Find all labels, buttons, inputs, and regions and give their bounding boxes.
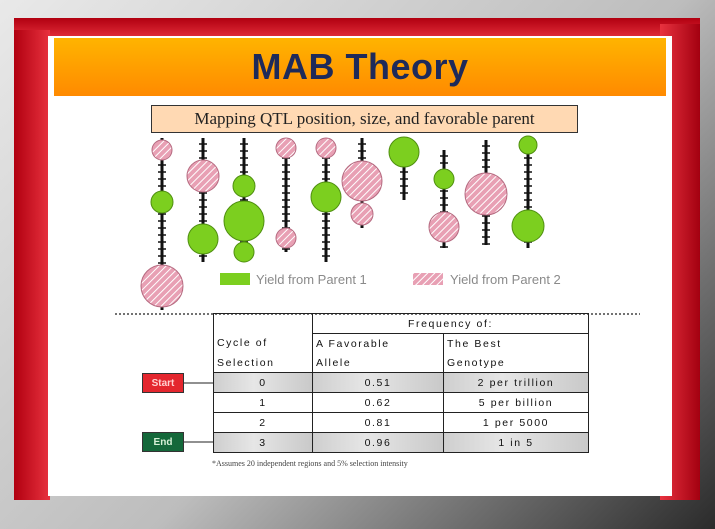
allele-cell: 0.96 — [312, 432, 444, 453]
qtl-parent2-marker — [464, 172, 508, 216]
qtl-parent1-marker — [511, 209, 545, 243]
qtl-parent1-marker — [518, 135, 538, 155]
qtl-parent1-marker — [388, 136, 420, 168]
header-col2-line2: Allele — [312, 353, 444, 373]
slide-title: MAB Theory — [251, 46, 469, 87]
legend-parent1-label: Yield from Parent 1 — [256, 272, 367, 287]
header-col3-line1: The Best — [443, 333, 589, 353]
header-col3-line2: Genotype — [443, 353, 589, 373]
qtl-parent1-marker — [233, 241, 255, 263]
qtl-parent2-marker — [315, 137, 337, 159]
table-super-header: Frequency of: — [312, 313, 589, 334]
table-super-header-row: Frequency of: — [213, 313, 589, 334]
qtl-parent2-marker — [428, 211, 460, 243]
genotype-cell: 1 per 5000 — [443, 412, 589, 433]
allele-cell: 0.81 — [312, 412, 444, 433]
qtl-parent2-marker — [151, 139, 173, 161]
frequency-table: Frequency of: Cycle of A Favorable The B… — [213, 313, 589, 453]
qtl-parent2-marker — [275, 227, 297, 249]
genotype-cell: 1 in 5 — [443, 432, 589, 453]
qtl-parent1-marker — [232, 174, 256, 198]
allele-cell: 0.62 — [312, 392, 444, 413]
qtl-parent1-marker — [310, 181, 342, 213]
table-row: 1 0.62 5 per billion — [213, 392, 589, 413]
cycle-cell: 1 — [213, 392, 313, 413]
qtl-parent2-marker — [341, 160, 383, 202]
qtl-parent2-marker — [275, 137, 297, 159]
start-marker: Start — [142, 373, 184, 393]
table-header-empty-cell — [213, 313, 313, 334]
cycle-cell: 3 — [213, 432, 313, 453]
qtl-parent1-marker — [150, 190, 174, 214]
slide-subtitle: Mapping QTL position, size, and favorabl… — [151, 105, 578, 133]
allele-cell: 0.51 — [312, 372, 444, 393]
legend-parent1-swatch — [220, 273, 250, 285]
chromosomes — [140, 135, 545, 310]
frame-red-left — [14, 30, 50, 500]
qtl-parent1-marker — [433, 168, 455, 190]
cycle-cell: 2 — [213, 412, 313, 433]
end-marker: End — [142, 432, 184, 452]
footnote: *Assumes 20 independent regions and 5% s… — [212, 459, 408, 468]
table-header-row-2: Selection Allele Genotype — [213, 353, 589, 373]
legend-parent2-label: Yield from Parent 2 — [450, 272, 561, 287]
qtl-parent2-marker — [350, 202, 374, 226]
genotype-cell: 5 per billion — [443, 392, 589, 413]
header-col2-line1: A Favorable — [312, 333, 444, 353]
table-row: 3 0.96 1 in 5 — [213, 432, 589, 453]
title-bar: MAB Theory — [54, 38, 666, 96]
qtl-parent1-marker — [223, 200, 265, 242]
table-row: 0 0.51 2 per trillion — [213, 372, 589, 393]
genotype-cell: 2 per trillion — [443, 372, 589, 393]
qtl-parent2-marker — [140, 264, 184, 308]
header-col1-line1: Cycle of — [213, 333, 313, 353]
legend-parent2-swatch — [413, 273, 443, 285]
header-col1-line2: Selection — [213, 353, 313, 373]
cycle-cell: 0 — [213, 372, 313, 393]
frame-red-top — [14, 18, 700, 40]
table-row: 2 0.81 1 per 5000 — [213, 412, 589, 433]
table-header-row-1: Cycle of A Favorable The Best — [213, 333, 589, 353]
qtl-parent1-marker — [187, 223, 219, 255]
qtl-parent2-marker — [186, 159, 220, 193]
